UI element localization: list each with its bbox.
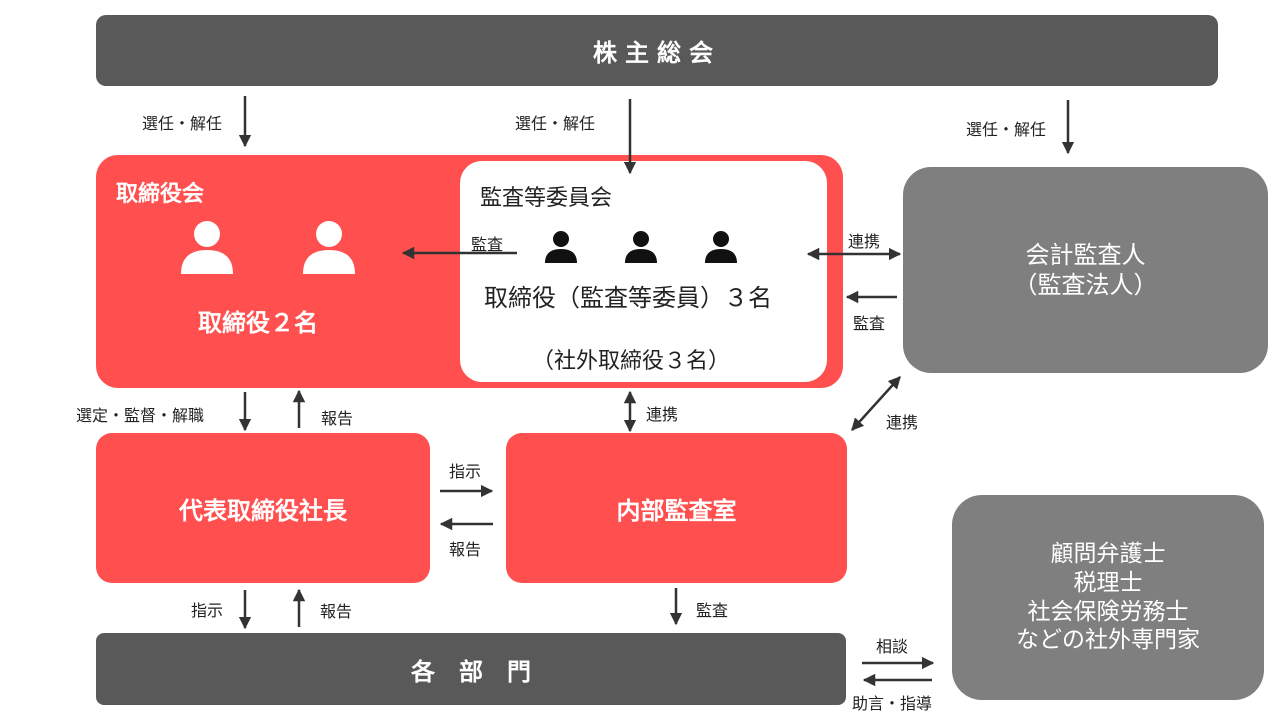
label-board-report: 報告 (321, 409, 354, 428)
shareholders-meeting-label: 株主総会 (593, 39, 721, 67)
person-icon (625, 231, 657, 263)
label-committee-audit: 監査 (471, 235, 504, 254)
label-auditor-audit: 監査 (853, 314, 886, 333)
president-box: 代表取締役社長 (96, 433, 430, 583)
experts-line1: 顧問弁護士 (1050, 541, 1166, 567)
board-title: 取締役会 (116, 182, 205, 207)
label-departments-report: 報告 (320, 602, 353, 621)
internal-audit-label: 内部監査室 (616, 496, 737, 525)
audit-committee-note: （社外取締役３名） (532, 349, 731, 374)
label-instruct-departments: 指示 (191, 601, 224, 620)
label-elect-board: 選任・解任 (142, 114, 223, 133)
audit-committee-box (460, 161, 827, 382)
label-advice: 助言・指導 (852, 694, 933, 713)
label-elect-committee: 選任・解任 (515, 114, 596, 133)
shareholders-meeting-box: 株主総会 (96, 15, 1218, 86)
person-icon (705, 231, 737, 263)
arrow-auditor-internal-coop (851, 376, 901, 431)
board-members-label: 取締役２名 (198, 309, 318, 337)
label-elect-auditor: 選任・解任 (966, 120, 1047, 139)
label-appoint-supervise: 選定・監督・解職 (76, 406, 205, 425)
external-experts-box: 顧問弁護士 税理士 社会保険労務士 などの社外専門家 (952, 495, 1264, 700)
audit-committee-members: 取締役（監査等委員）３名 (484, 284, 772, 312)
internal-audit-box: 内部監査室 (506, 433, 847, 583)
departments-box: 各 部 門 (96, 633, 846, 705)
label-internal-audit-departments: 監査 (696, 601, 729, 620)
label-coop-internal: 連携 (646, 405, 679, 424)
experts-line3: 社会保険労務士 (1027, 598, 1189, 625)
label-coop-diagonal: 連携 (886, 413, 919, 432)
person-icon (303, 221, 355, 274)
label-internal-report: 報告 (449, 540, 482, 559)
departments-label: 各 部 門 (411, 657, 531, 686)
president-label: 代表取締役社長 (179, 496, 347, 525)
auditor-line2: （監査法人） (1013, 271, 1158, 299)
experts-line2: 税理士 (1073, 569, 1143, 596)
label-consult: 相談 (876, 637, 909, 656)
auditor-line1: 会計監査人 (1025, 241, 1146, 269)
experts-line4: などの社外専門家 (1016, 627, 1200, 654)
person-icon (545, 231, 577, 263)
label-instruct-internal: 指示 (449, 462, 482, 481)
person-icon (181, 221, 233, 274)
accounting-auditor-box: 会計監査人 （監査法人） (903, 167, 1268, 373)
audit-committee-title: 監査等委員会 (480, 186, 613, 211)
label-coop-auditor: 連携 (848, 232, 881, 251)
